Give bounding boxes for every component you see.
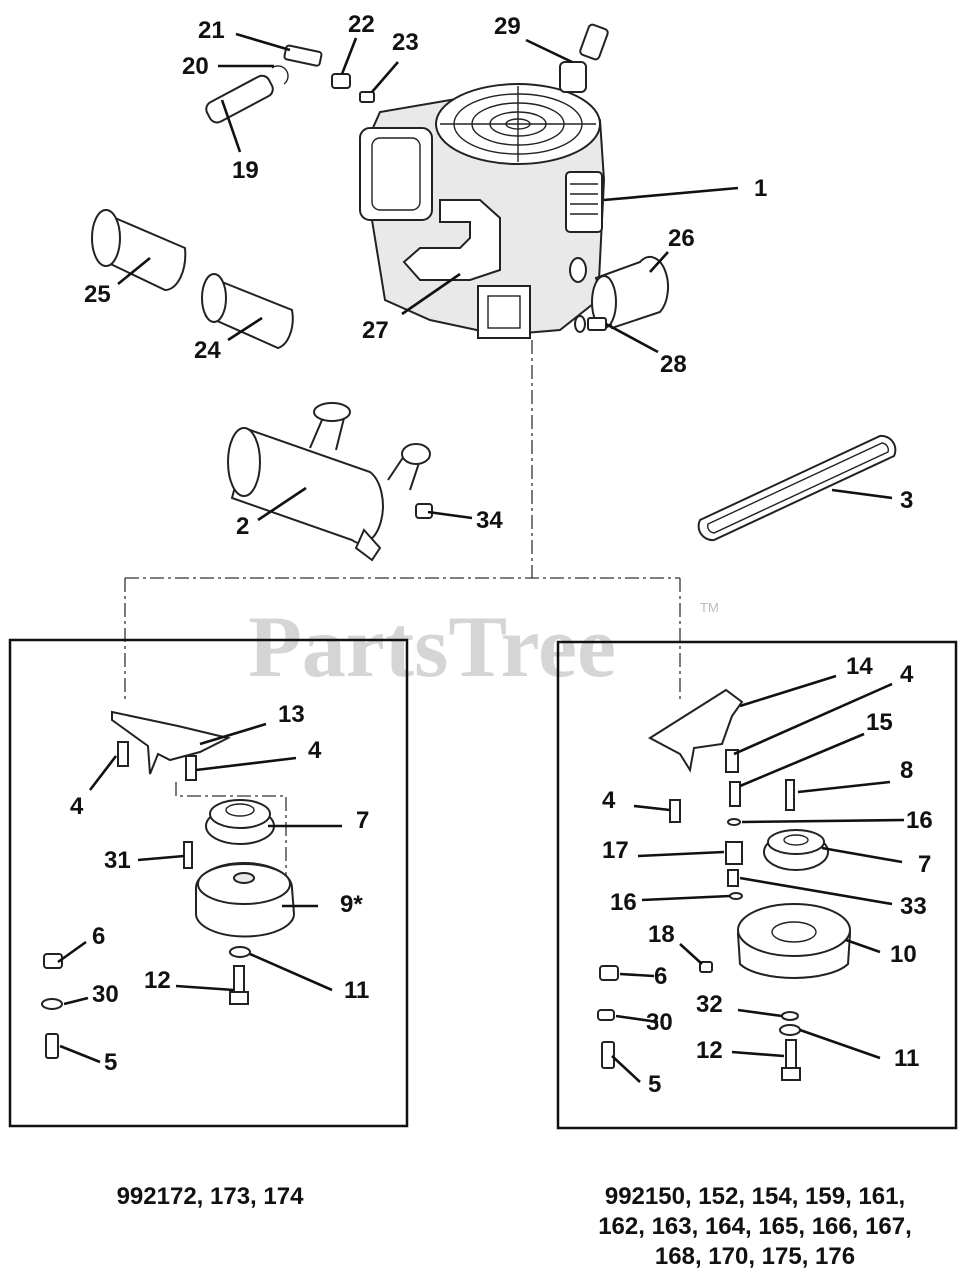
leader-lines	[57, 32, 905, 1083]
callout-20: 20	[182, 53, 209, 80]
callout-24: 24	[194, 337, 221, 364]
callout-right-16a: 16	[906, 807, 933, 834]
callout-left-6: 6	[92, 923, 105, 950]
engine	[359, 83, 606, 339]
callout-left-31: 31	[104, 847, 131, 874]
left-model-numbers: 992172, 173, 174	[116, 1183, 304, 1210]
callout-left-4a: 4	[70, 793, 84, 820]
callout-right-10: 10	[890, 941, 917, 968]
muffler	[227, 402, 431, 562]
callout-34: 34	[476, 507, 503, 534]
drive-belt	[697, 434, 897, 542]
callout-left-12: 12	[144, 967, 171, 994]
callout-right-16b: 16	[610, 889, 637, 916]
left-assembly-frame	[8, 638, 409, 1128]
callout-27: 27	[362, 317, 389, 344]
callout-left-30: 30	[92, 981, 119, 1008]
callout-2: 2	[236, 513, 249, 540]
callout-right-4a: 4	[900, 661, 914, 688]
callout-22: 22	[348, 11, 375, 38]
callout-19: 19	[232, 157, 259, 184]
callout-right-30: 30	[646, 1009, 673, 1036]
callout-left-13: 13	[278, 701, 305, 728]
callout-23: 23	[392, 29, 419, 56]
callout-right-14: 14	[846, 653, 873, 680]
callout-left-9: 9*	[340, 891, 363, 918]
right-model-line-1: 992150, 152, 154, 159, 161,	[604, 1183, 906, 1210]
spark-boot	[559, 23, 609, 93]
callout-right-18: 18	[648, 921, 675, 948]
callout-right-6: 6	[654, 963, 667, 990]
callout-left-4b: 4	[308, 737, 322, 764]
right-assembly	[597, 688, 852, 1081]
air-filter-elements	[91, 209, 294, 350]
callout-right-17: 17	[602, 837, 629, 864]
callout-right-12: 12	[696, 1037, 723, 1064]
callout-21: 21	[198, 17, 225, 44]
drain-fitting	[574, 315, 607, 333]
callout-left-7: 7	[356, 807, 369, 834]
fuel-line-parts	[205, 44, 375, 124]
callout-right-33: 33	[900, 893, 927, 920]
callout-right-8: 8	[900, 757, 913, 784]
right-model-line-2: 162, 163, 164, 165, 166, 167,	[598, 1213, 912, 1240]
muffler-nut	[415, 503, 433, 519]
right-assembly-frame	[556, 640, 958, 1130]
callout-left-11: 11	[344, 977, 369, 1004]
callout-right-32: 32	[696, 991, 723, 1018]
callout-right-7: 7	[918, 851, 931, 878]
watermark: PartsTree	[248, 599, 616, 696]
oil-filter	[591, 255, 669, 330]
callout-right-15: 15	[866, 709, 893, 736]
callout-1: 1	[754, 175, 767, 202]
watermark-tm: TM	[700, 600, 719, 615]
callout-right-4b: 4	[602, 787, 616, 814]
callout-28: 28	[660, 351, 687, 378]
callout-left-5: 5	[104, 1049, 117, 1076]
callout-29: 29	[494, 13, 521, 40]
right-model-line-3: 168, 170, 175, 176	[654, 1243, 856, 1270]
callout-26: 26	[668, 225, 695, 252]
callout-labels: 1 26 27 28 29 21 22 23 20 19 25 24 2 34 …	[70, 11, 933, 1098]
callout-right-11: 11	[894, 1045, 919, 1072]
right-model-numbers: 992150, 152, 154, 159, 161, 162, 163, 16…	[560, 1182, 950, 1272]
callout-3: 3	[900, 487, 913, 514]
callout-right-5: 5	[648, 1071, 661, 1098]
callout-25: 25	[84, 281, 111, 308]
